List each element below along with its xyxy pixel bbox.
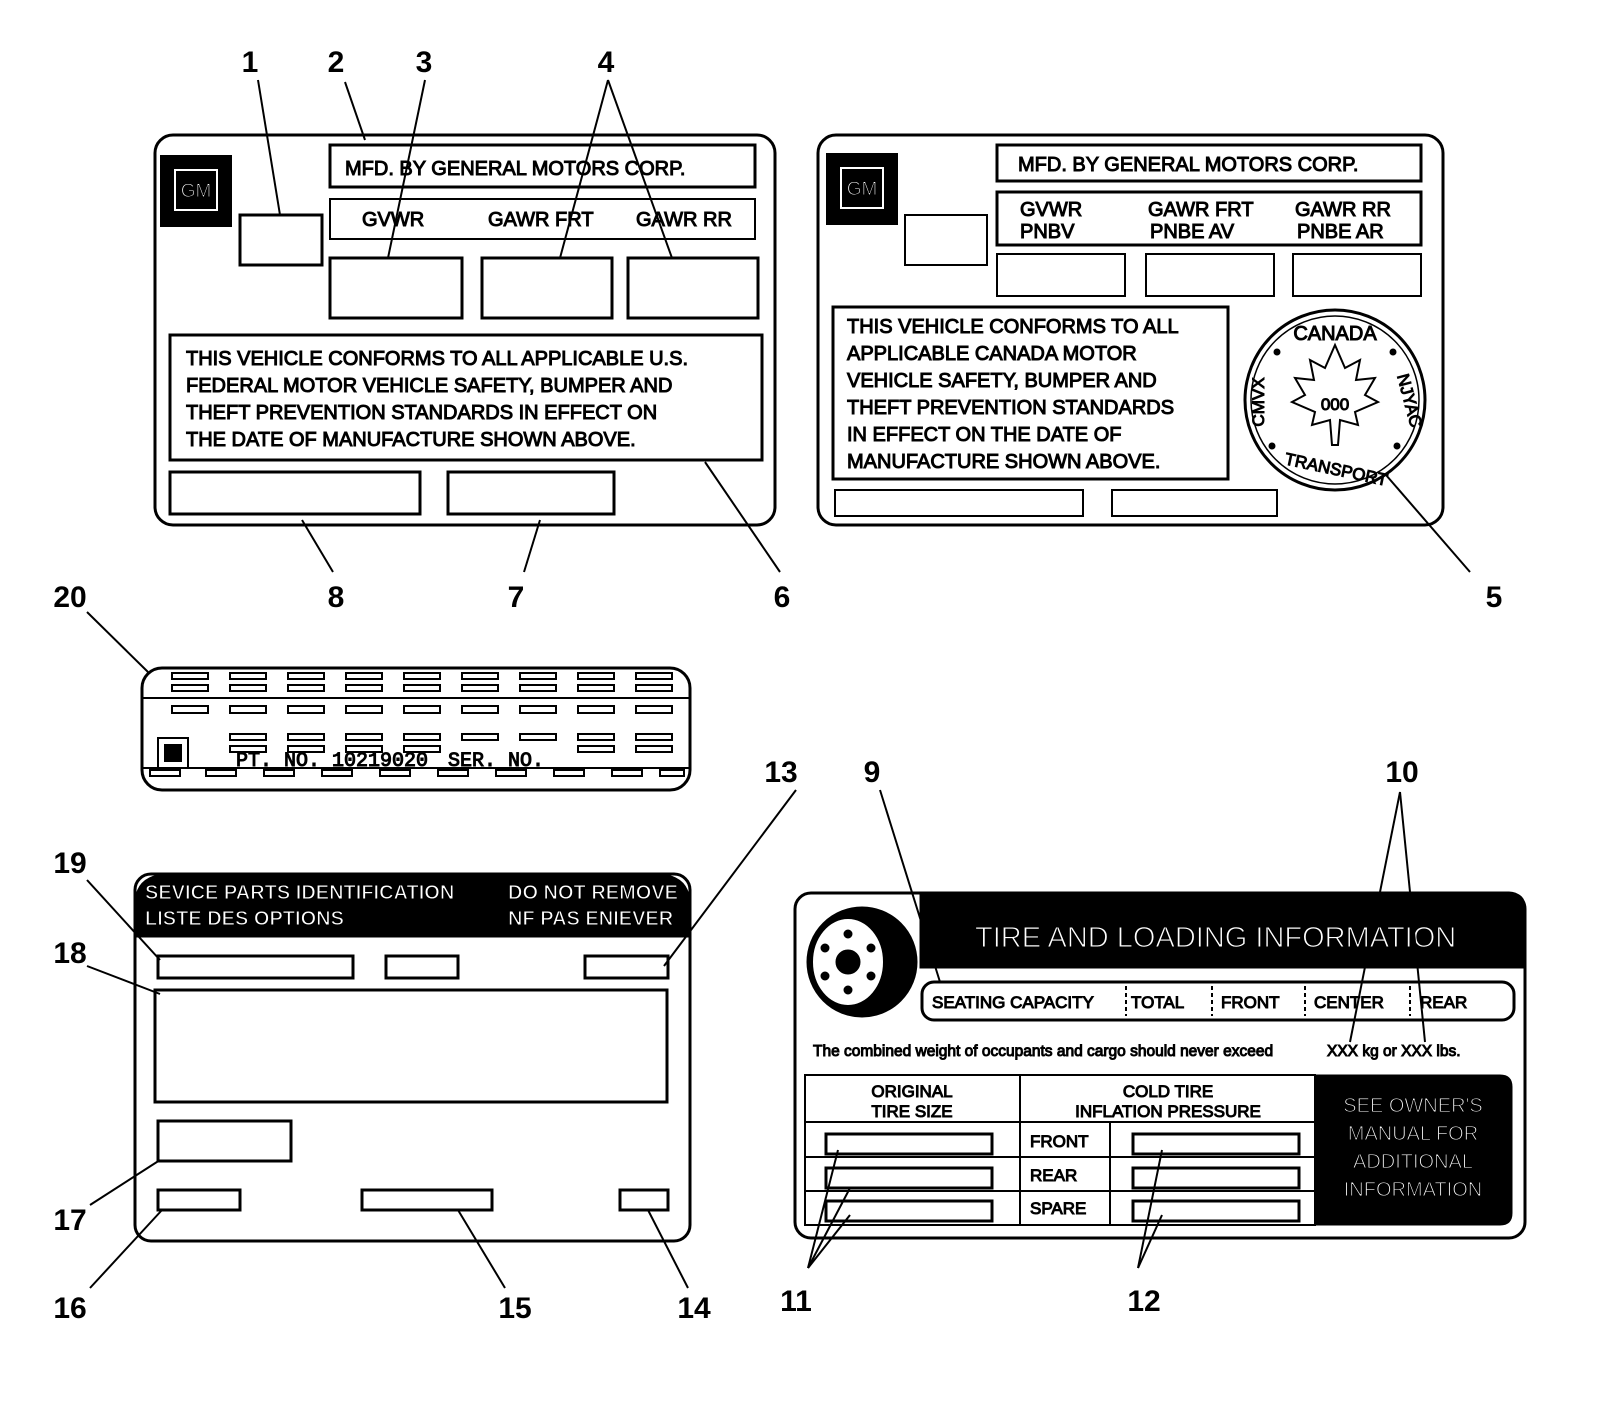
- ca-statement-line: THIS VEHICLE CONFORMS TO ALL: [847, 316, 1179, 338]
- us-statement-line: THIS VEHICLE CONFORMS TO ALL APPLICABLE …: [186, 348, 688, 370]
- box-1: [238, 213, 324, 267]
- seating-total-text: TOTAL: [1131, 993, 1184, 1012]
- us-gvwr-text: GVWR: [362, 209, 424, 231]
- callout-11: 11: [780, 1285, 812, 1318]
- box-8: [168, 470, 422, 516]
- box-7: [446, 470, 616, 516]
- ca-statement-line: MANUFACTURE SHOWN ABOVE.: [847, 451, 1160, 473]
- rating-header-box: [329, 198, 756, 240]
- callout-15: 15: [498, 1292, 531, 1325]
- callout-1: 1: [242, 46, 259, 79]
- ca-gvwr-text: GVWR: [1020, 199, 1082, 221]
- us-mfd-text: MFD. BY GENERAL MOTORS CORP.: [345, 158, 685, 180]
- canada-certification-label: GM MFD. BY GENERAL MOTORS CORP. GVWR PNB…: [816, 133, 1445, 527]
- us-statement-line: THE DATE OF MANUFACTURE SHOWN ABOVE.: [186, 429, 636, 451]
- callout-19: 19: [53, 847, 86, 880]
- ca-statement-line: IN EFFECT ON THE DATE OF: [847, 424, 1121, 446]
- callout-numbers: 1 2 3 4 5 6 7 8 9 10 11 12 13 14 15 16 1…: [53, 46, 1502, 1325]
- us-certification-label: GM MFD. BY GENERAL MOTORS CORP. GVWR GAW…: [153, 133, 777, 527]
- tire-size-header: ORIGINAL: [871, 1082, 952, 1101]
- gawr-frt-value-box: [480, 256, 614, 320]
- us-gawr-frt-text: GAWR FRT: [488, 209, 594, 231]
- service-header-text: SEVICE PARTS IDENTIFICATION: [145, 882, 454, 904]
- callout-16: 16: [53, 1292, 86, 1325]
- callout-7: 7: [508, 581, 525, 614]
- seating-rear-text: REAR: [1420, 993, 1467, 1012]
- ca-gvwr-text: PNBV: [1020, 221, 1075, 243]
- tire-icon: [806, 906, 918, 1018]
- ca-gawr-rr-text: GAWR RR: [1295, 199, 1391, 221]
- callout-9: 9: [864, 756, 881, 789]
- callout-leader-lines: [86, 79, 1471, 1289]
- row-spare-label: SPARE: [1030, 1199, 1086, 1218]
- ca-mfd-text: MFD. BY GENERAL MOTORS CORP.: [1018, 154, 1358, 176]
- ca-gawr-rr-text: PNBE AR: [1297, 221, 1384, 243]
- transport-canada-seal-icon: 000 CANADA TRANSPORT CMVX NJYAC: [1243, 308, 1427, 492]
- ca-gawr-frt-text: PNBE AV: [1150, 221, 1235, 243]
- owner-manual-text: INFORMATION: [1344, 1179, 1483, 1201]
- ca-gawr-frt-text: GAWR FRT: [1148, 199, 1254, 221]
- seal-top-text: CANADA: [1293, 323, 1377, 345]
- seating-capacity-text: SEATING CAPACITY: [932, 993, 1094, 1012]
- seating-center-text: CENTER: [1314, 993, 1384, 1012]
- service-parts-label: SEVICE PARTS IDENTIFICATION LISTE DES OP…: [133, 872, 692, 1243]
- owner-manual-text: ADDITIONAL: [1353, 1151, 1473, 1173]
- tire-title-text: TIRE AND LOADING INFORMATION: [975, 922, 1456, 954]
- gm-logo-text: GM: [847, 179, 878, 200]
- callout-2: 2: [328, 46, 345, 79]
- callout-10: 10: [1385, 756, 1418, 789]
- ser-no-text: SER. NO.: [448, 750, 544, 773]
- callout-8: 8: [328, 581, 345, 614]
- seating-front-text: FRONT: [1221, 993, 1280, 1012]
- mfd-box: [328, 143, 757, 189]
- gawr-rr-value-box: [626, 256, 760, 320]
- combined-weight-text: The combined weight of occupants and car…: [813, 1043, 1273, 1060]
- pt-no-tag-label: PT. NO. 10219020 SER. NO.: [140, 666, 692, 792]
- callout-20: 20: [53, 581, 86, 614]
- callout-17: 17: [53, 1204, 86, 1237]
- row-rear-label: REAR: [1030, 1166, 1077, 1185]
- row-front-label: FRONT: [1030, 1132, 1089, 1151]
- ca-statement-line: APPLICABLE CANADA MOTOR: [847, 343, 1137, 365]
- ca-statement-line: VEHICLE SAFETY, BUMPER AND: [847, 370, 1157, 392]
- gm-logo-icon: [157, 737, 189, 769]
- weight-limit-text: XXX kg or XXX lbs.: [1327, 1043, 1461, 1060]
- callout-14: 14: [677, 1292, 711, 1325]
- service-header-text: NF PAS ENIEVER: [508, 908, 674, 930]
- seal-left-text: CMVX: [1249, 377, 1268, 426]
- us-gawr-rr-text: GAWR RR: [636, 209, 732, 231]
- ca-statement-line: THEFT PREVENTION STANDARDS: [847, 397, 1174, 419]
- pt-no-text: PT. NO. 10219020: [236, 750, 428, 773]
- gm-logo-icon: [826, 153, 898, 225]
- callout-6: 6: [774, 581, 791, 614]
- gvwr-value-box: [328, 256, 464, 320]
- callout-18: 18: [53, 937, 86, 970]
- gm-logo-icon: [160, 155, 232, 227]
- callout-5: 5: [1486, 581, 1503, 614]
- us-statement-box: [168, 333, 764, 462]
- service-header-text: DO NOT REMOVE: [508, 882, 678, 904]
- us-statement-line: FEDERAL MOTOR VEHICLE SAFETY, BUMPER AND: [186, 375, 672, 397]
- service-header-text: LISTE DES OPTIONS: [145, 908, 344, 930]
- callout-13: 13: [764, 756, 797, 789]
- callout-12: 12: [1127, 1285, 1160, 1318]
- seal-center-text: 000: [1321, 395, 1349, 414]
- ca-statement-box: [831, 305, 1230, 481]
- owner-manual-text: MANUAL FOR: [1348, 1123, 1478, 1145]
- gm-logo-text: GM: [181, 181, 212, 202]
- callout-4: 4: [598, 46, 615, 79]
- owner-manual-text: SEE OWNER'S: [1343, 1095, 1482, 1117]
- callout-3: 3: [416, 46, 433, 79]
- us-statement-line: THEFT PREVENTION STANDARDS IN EFFECT ON: [186, 402, 657, 424]
- pressure-header: INFLATION PRESSURE: [1075, 1102, 1261, 1121]
- pressure-header: COLD TIRE: [1123, 1082, 1213, 1101]
- tire-size-header: TIRE SIZE: [871, 1102, 952, 1121]
- tire-loading-label: TIRE AND LOADING INFORMATION SEATING CAP…: [793, 891, 1527, 1240]
